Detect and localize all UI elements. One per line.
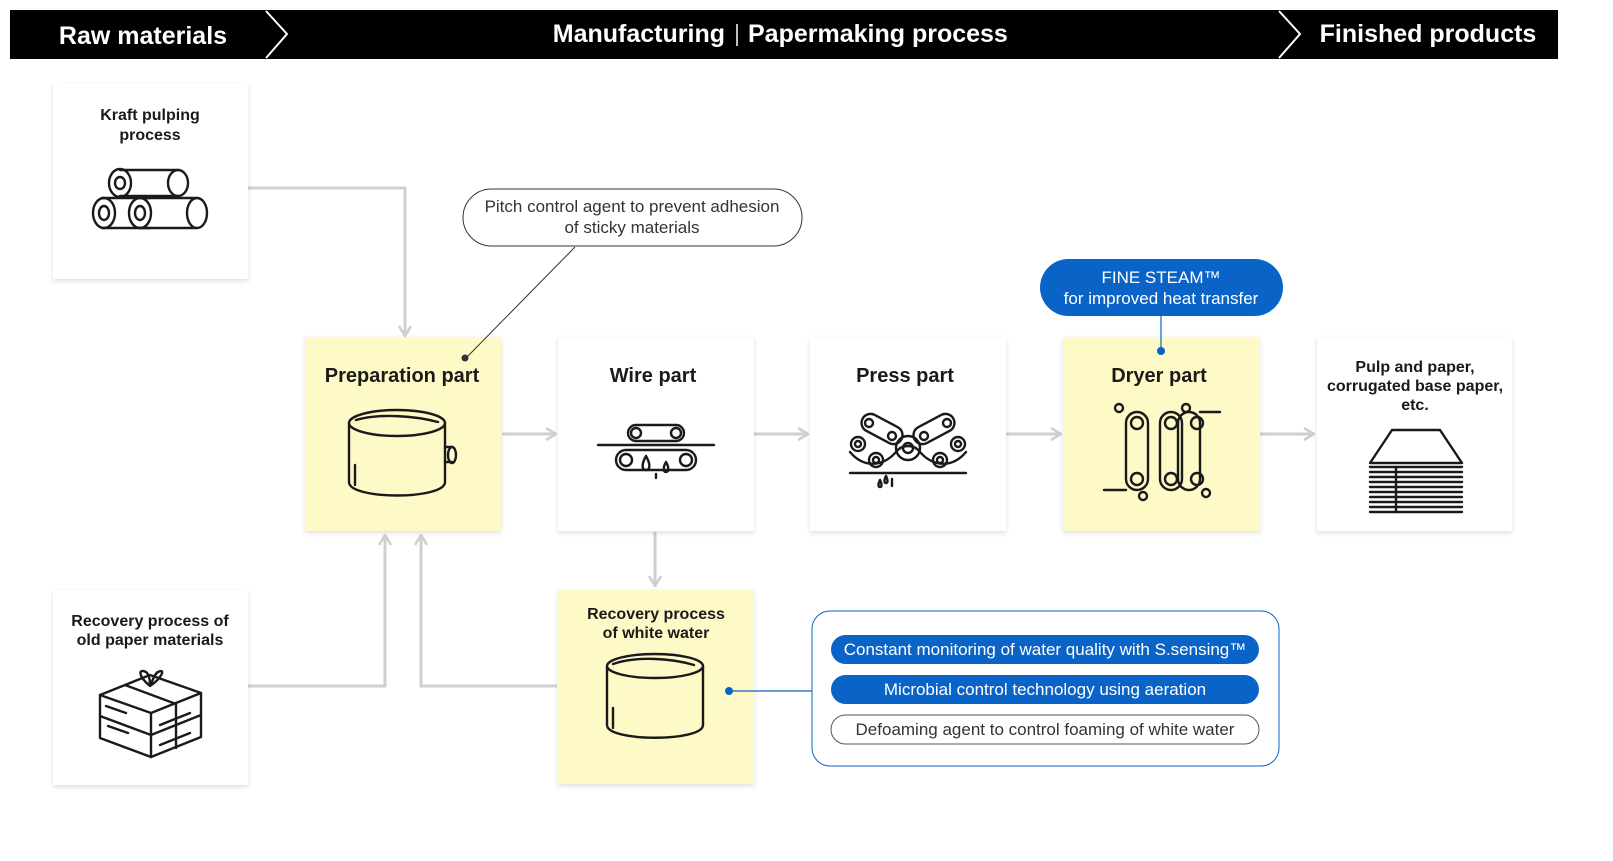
old-paper-title-line1: Recovery process of [71,613,229,630]
finished-title-line1: Pulp and paper, [1355,359,1474,376]
white-water-recovery-box: Recovery process of white water [558,590,754,784]
old-paper-recovery-box: Recovery process of old paper materials [53,590,248,785]
connectors [248,186,1314,688]
dryer-part-box: Dryer part [1063,337,1260,531]
fine-steam-line1: FINE STEAM™ [1101,268,1220,287]
header-raw-materials: Raw materials [59,22,227,50]
preparation-part-box: Preparation part [305,337,501,531]
white-water-title-line1: Recovery process [587,606,725,623]
logs-icon [91,167,209,230]
header-papermaking: Papermaking process [748,20,1008,48]
paper-stack-icon [1368,428,1464,514]
solution-defoaming-text: Defoaming agent to control foaming of wh… [856,720,1235,739]
preparation-title: Preparation part [325,365,480,387]
solution-monitoring-text: Constant monitoring of water quality wit… [844,640,1247,659]
pitch-control-line2: of sticky materials [564,218,699,237]
press-title: Press part [856,365,954,387]
wire-title: Wire part [610,365,697,387]
box-background [558,337,754,531]
white-water-solutions-callout: Constant monitoring of water quality wit… [725,610,1280,767]
box-background [1317,337,1512,531]
pitch-control-line1: Pitch control agent to prevent adhesion [485,197,780,216]
fine-steam-line2: for improved heat transfer [1064,289,1259,308]
callout-leader-line [466,246,576,358]
header-chevron-icon [1278,10,1302,59]
white-water-tank-icon [605,652,705,739]
dryer-rollers-icon [1102,402,1222,502]
solution-pill-defoaming [830,714,1260,745]
fine-steam-pill [1040,259,1283,316]
box-background [305,337,501,531]
pitch-control-callout: Pitch control agent to prevent adhesion … [461,188,803,362]
white-water-title-line2: of white water [603,625,710,642]
header-manufacturing: Manufacturing [553,20,725,48]
fine-steam-callout: FINE STEAM™ for improved heat transfer [1040,259,1283,355]
box-background [53,84,248,279]
old-paper-title-line2: old paper materials [77,632,224,649]
kraft-pulping-box: Kraft pulping process [53,84,248,279]
solution-pill-microbial [831,675,1259,704]
box-background [810,337,1006,531]
header-finished-products: Finished products [1320,20,1537,48]
arrow-kraft-to-preparation [248,186,405,336]
finished-title-line3: etc. [1401,397,1429,414]
callout-dot [725,687,733,695]
dryer-title: Dryer part [1111,365,1207,387]
arrow-whitewater-to-preparation [421,535,557,688]
wire-conveyor-icon [596,423,716,480]
callout-dot [1157,347,1165,355]
press-part-box: Press part [810,337,1006,531]
pitch-control-pill [462,188,803,247]
solution-microbial-text: Microbial control technology using aerat… [884,680,1206,699]
header-chevron-icon [265,10,289,59]
box-background [1063,337,1260,531]
callout-dot [461,354,469,362]
kraft-title-line2: process [119,127,180,144]
press-rollers-icon [848,412,968,489]
wire-part-box: Wire part [558,337,754,531]
header-bar: Raw materials Manufacturing Papermaking … [10,10,1558,59]
finished-title-line2: corrugated base paper, [1327,378,1503,395]
tank-icon [347,408,458,497]
kraft-title-line1: Kraft pulping [100,107,200,124]
box-background [558,590,754,784]
solution-pill-monitoring [831,635,1259,664]
bundle-icon [98,669,203,759]
arrow-oldpaper-to-preparation [248,535,385,688]
finished-products-box: Pulp and paper, corrugated base paper, e… [1317,337,1512,531]
